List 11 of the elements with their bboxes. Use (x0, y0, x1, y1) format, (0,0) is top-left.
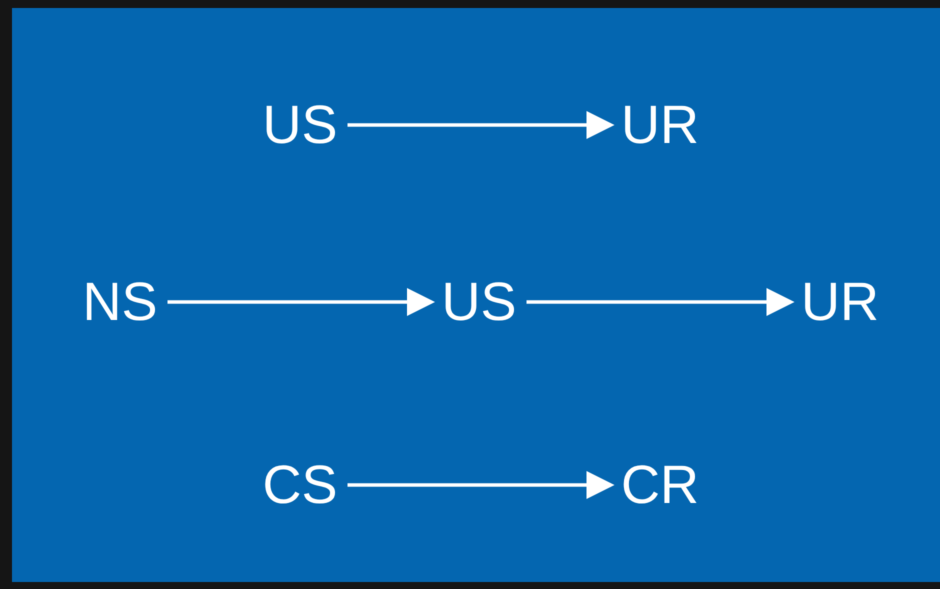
node-label: US (262, 98, 338, 152)
node-label: CS (262, 458, 338, 512)
arrow (348, 111, 614, 139)
node-label: UR (621, 98, 699, 152)
arrow (526, 288, 794, 316)
node-label: CR (621, 458, 699, 512)
node-label: NS (82, 275, 158, 329)
node-label: US (442, 275, 516, 329)
node-label: UR (801, 275, 879, 329)
arrow (168, 288, 435, 316)
arrow (348, 471, 614, 499)
